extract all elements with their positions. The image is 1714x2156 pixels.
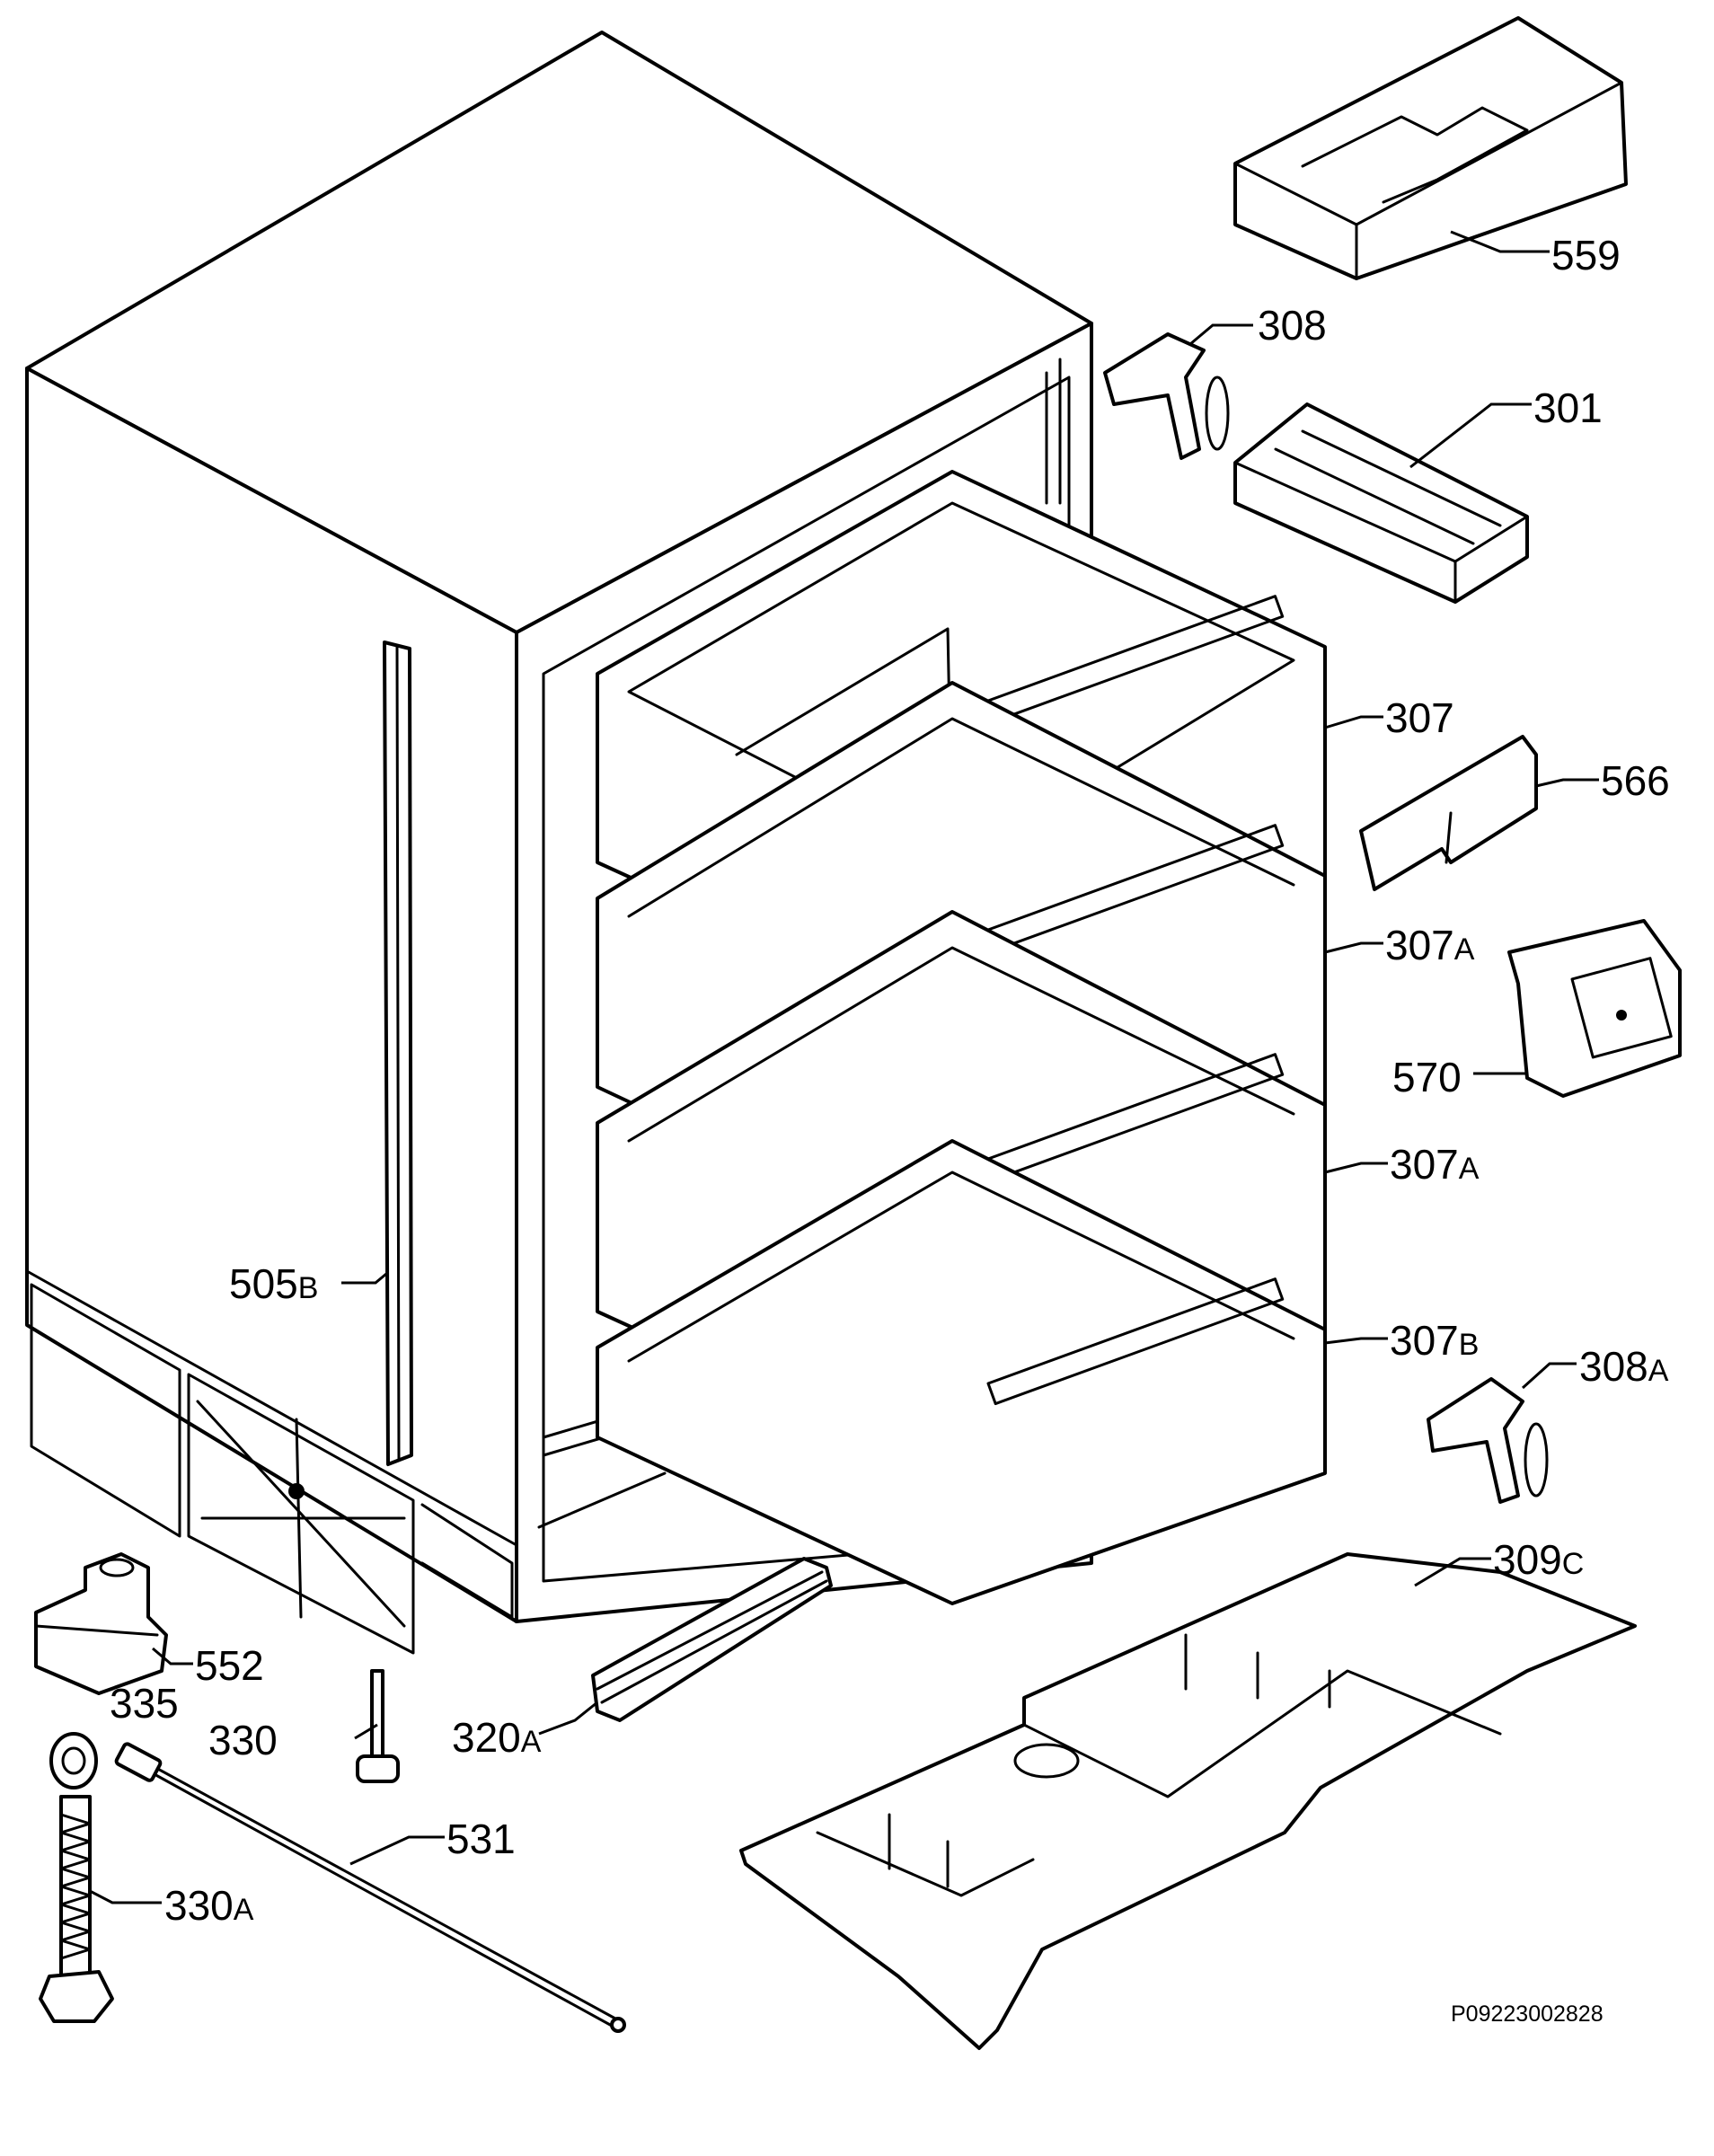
label-309c: 309C [1493, 1536, 1584, 1583]
label-531: 531 [446, 1816, 516, 1862]
label-570: 570 [1392, 1054, 1462, 1100]
label-505b: 505B [229, 1260, 318, 1307]
label-320a: 320A [452, 1714, 542, 1761]
leader-lines [89, 230, 1599, 1904]
label-566: 566 [1601, 757, 1670, 804]
bolt-330a [39, 1795, 114, 2023]
ice-scraper-566 [1359, 735, 1538, 891]
label-307b: 307B [1390, 1317, 1479, 1364]
drawer-307b [596, 1139, 1327, 1605]
callout-labels: 559 308 301 307 566 307A 570 307A 505B 3… [110, 232, 1670, 1929]
hinge-308a [1427, 1377, 1549, 1504]
label-552: 552 [195, 1642, 264, 1689]
label-307: 307 [1385, 694, 1454, 741]
label-335: 335 [110, 1680, 179, 1727]
ice-pack-559 [1233, 16, 1628, 280]
bracket-552 [34, 1552, 168, 1695]
label-308a: 308A [1579, 1343, 1669, 1390]
gear-335 [49, 1732, 98, 1789]
ice-tray-301 [1233, 402, 1529, 604]
strip-320a [591, 1557, 833, 1722]
hinge-308 [1103, 332, 1230, 460]
base-cover-309c [739, 1552, 1637, 2050]
foot-330 [356, 1669, 400, 1783]
label-308: 308 [1258, 302, 1327, 349]
dispenser-570 [1507, 919, 1682, 1098]
label-301: 301 [1533, 384, 1603, 431]
rod-531 [114, 1742, 626, 2033]
label-307a-lower: 307A [1390, 1141, 1480, 1188]
label-559: 559 [1551, 232, 1621, 278]
label-330a: 330A [164, 1882, 254, 1929]
label-330: 330 [208, 1717, 278, 1763]
drawing-code: P09223002828 [1451, 2001, 1604, 2027]
label-307a-upper: 307A [1385, 922, 1475, 968]
